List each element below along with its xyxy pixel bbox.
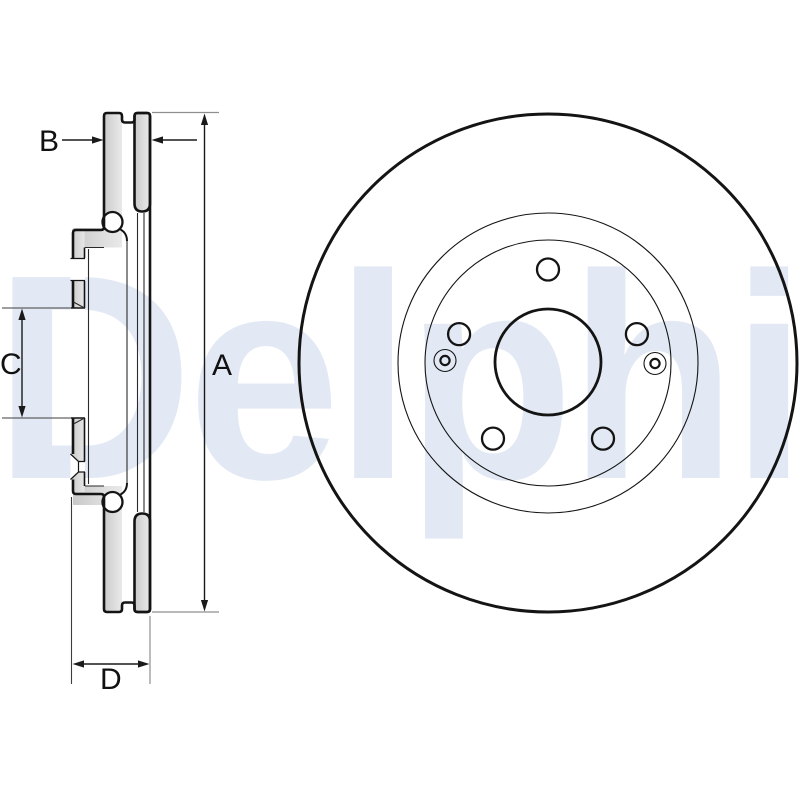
arrowhead	[200, 600, 209, 612]
flange-underside-lines	[85, 246, 104, 487]
friction-surface-circle	[397, 212, 699, 514]
inboard-plate-lower-outline	[133, 512, 152, 614]
bolt-hole	[480, 426, 506, 451]
bolt-hole	[624, 321, 650, 347]
dimension-d: D	[70, 497, 151, 696]
hub-bore-section	[70, 308, 85, 418]
bolt-hole	[535, 257, 561, 282]
bore-chamfers	[73, 301, 85, 425]
hub-bore-circle	[493, 307, 603, 417]
countersink-outline	[70, 453, 85, 480]
outer-diameter-circle	[297, 112, 799, 614]
front-view	[297, 112, 799, 614]
arrowhead	[18, 308, 26, 320]
fillet-bottom	[119, 482, 128, 496]
fillet-top	[119, 228, 128, 242]
bolt-hole-edges	[70, 257, 85, 282]
top-flange-fill	[73, 228, 122, 248]
arrowhead	[138, 660, 150, 668]
outboard-plate-upper-fill	[104, 113, 122, 230]
outboard-plate-lower-fill	[104, 494, 122, 612]
dimension-a: A	[152, 111, 232, 613]
section-view	[70, 111, 152, 614]
hat-edge-circle	[424, 239, 672, 487]
dimension-label-b: B	[39, 125, 59, 158]
arrowhead	[72, 660, 84, 668]
inboard-plate-lower-fill	[134, 513, 150, 612]
bolt-hole	[590, 426, 616, 451]
arrowhead	[200, 113, 209, 125]
undercut-groove-bottom-outline	[101, 490, 124, 514]
countersunk-hole-left	[433, 348, 457, 373]
undercut-groove-top	[102, 212, 123, 232]
bolt-hole	[446, 321, 472, 347]
dimension-label-c: C	[0, 348, 22, 381]
bolt-hole-section	[70, 258, 85, 281]
inboard-plate-upper-fill	[134, 113, 150, 212]
delphi-watermark: Delphi	[0, 214, 800, 542]
section-outline	[71, 111, 152, 614]
undercut-groove-top-outline	[101, 210, 124, 234]
dimension-b: B	[39, 125, 197, 158]
countersunk-hole-right	[643, 351, 667, 376]
dimension-label-a: A	[212, 349, 232, 382]
inboard-plate-upper-outline	[133, 111, 152, 213]
arrowhead	[151, 136, 163, 144]
dimension-c: C	[0, 307, 70, 419]
undercut-groove-bottom	[102, 492, 123, 512]
arrowhead	[92, 136, 104, 144]
dimension-label-d: D	[100, 663, 122, 696]
arrowhead	[18, 406, 26, 418]
bore-edges	[70, 307, 85, 419]
countersink-section	[70, 454, 85, 480]
